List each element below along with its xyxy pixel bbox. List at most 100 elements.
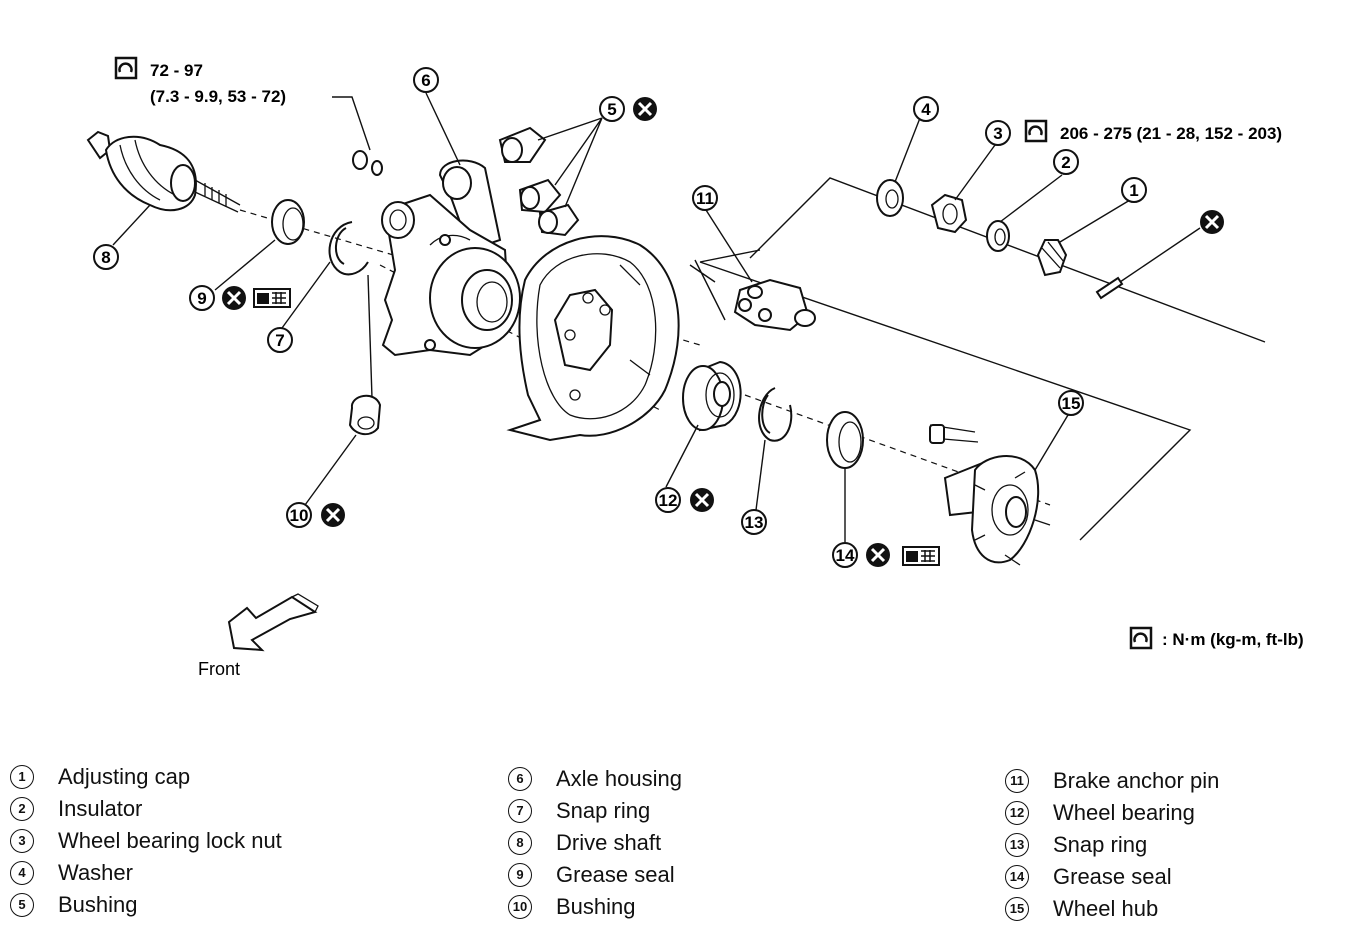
- cotter-pin: [1095, 276, 1124, 300]
- callout-6: 6: [413, 67, 439, 93]
- legend-item: 12 Wheel bearing: [1005, 800, 1195, 826]
- replace-part-icon: [864, 541, 892, 569]
- insulator: [986, 220, 1010, 252]
- wheel-bearing: [682, 360, 742, 432]
- svg-text:15: 15: [1062, 394, 1081, 413]
- svg-text:12: 12: [659, 491, 678, 510]
- replace-part-icon: [1198, 208, 1226, 236]
- legend-number: 8: [508, 831, 532, 855]
- grease-seal-outer: [826, 411, 864, 469]
- legend-item: 1 Adjusting cap: [10, 764, 190, 790]
- snap-ring: [328, 221, 369, 276]
- legend-item: 13 Snap ring: [1005, 832, 1147, 858]
- legend-label: Bushing: [556, 894, 636, 919]
- callout-5: 5: [599, 96, 625, 122]
- legend-number: 15: [1005, 897, 1029, 921]
- svg-text:11: 11: [696, 189, 714, 208]
- torque-wrench-icon: [1129, 626, 1153, 650]
- callout-7: 7: [267, 327, 293, 353]
- legend-number: 11: [1005, 769, 1029, 793]
- adjusting-cap: [1036, 239, 1068, 277]
- torque-spec-drive-shaft: 72 - 97 (7.3 - 9.9, 53 - 72): [114, 56, 371, 151]
- svg-text:9: 9: [197, 289, 206, 308]
- legend-item: 8 Drive shaft: [508, 830, 661, 856]
- torque-unit-text: : N·m (kg-m, ft-lb): [1162, 630, 1304, 649]
- svg-text:13: 13: [745, 513, 764, 532]
- legend-number: 14: [1005, 865, 1029, 889]
- front-label: Front: [198, 659, 240, 679]
- legend-item: 7 Snap ring: [508, 798, 650, 824]
- brake-anchor-pin: [733, 278, 816, 332]
- legend-label: Adjusting cap: [58, 764, 191, 789]
- torque-value: 72 - 97: [150, 61, 203, 80]
- legend-number: 4: [10, 861, 34, 885]
- legend-item: 6 Axle housing: [508, 766, 682, 792]
- callout-12: 12: [655, 487, 681, 513]
- legend-number: 1: [10, 765, 34, 789]
- legend-item: 11 Brake anchor pin: [1005, 768, 1219, 794]
- callouts: 1 2 3 4 5 6 7 8 9 10 11 12 13 14 15: [93, 67, 1147, 568]
- drive-shaft: [86, 130, 241, 213]
- callout-11: 11: [692, 185, 718, 211]
- legend-item: 2 Insulator: [10, 796, 142, 822]
- legend-item: 4 Washer: [10, 860, 133, 886]
- svg-text:1: 1: [1129, 181, 1138, 200]
- replace-part-icon: [220, 284, 248, 312]
- replace-part-icon: [631, 95, 659, 123]
- svg-text:8: 8: [101, 248, 110, 267]
- callout-10: 10: [286, 502, 312, 528]
- callout-13: 13: [741, 509, 767, 535]
- legend-label: Grease seal: [1053, 864, 1172, 889]
- legend-number: 13: [1005, 833, 1029, 857]
- torque-value-alt-units: (7.3 - 9.9, 53 - 72): [150, 87, 286, 106]
- snap-ring-outer: [758, 387, 793, 442]
- callout-9: 9: [189, 285, 215, 311]
- legend-label: Grease seal: [556, 862, 675, 887]
- legend-label: Washer: [58, 860, 133, 885]
- torque-spec-lock-nut: 206 - 275 (21 - 28, 152 - 203): [1024, 119, 1282, 143]
- legend-label: Wheel hub: [1053, 896, 1159, 921]
- callout-2: 2: [1053, 149, 1079, 175]
- svg-text:14: 14: [836, 546, 855, 565]
- small-bushings: [352, 150, 383, 176]
- legend-label: Bushing: [58, 892, 138, 917]
- legend-label: Drive shaft: [556, 830, 662, 855]
- lock-nut: [930, 193, 968, 234]
- callout-3: 3: [985, 120, 1011, 146]
- torque-wrench-icon: [1024, 119, 1048, 143]
- legend-label: Brake anchor pin: [1053, 768, 1220, 793]
- washer: [876, 179, 904, 217]
- bushings: [498, 126, 580, 237]
- legend-number: 6: [508, 767, 532, 791]
- callout-4: 4: [913, 96, 939, 122]
- wheel-hub: [929, 424, 1051, 566]
- svg-text:10: 10: [290, 506, 309, 525]
- svg-text:2: 2: [1061, 153, 1070, 172]
- torque-unit-legend: : N·m (kg-m, ft-lb): [1129, 626, 1304, 650]
- legend-item: 3 Wheel bearing lock nut: [10, 828, 282, 854]
- legend-number: 3: [10, 829, 34, 853]
- legend-item: 5 Bushing: [10, 892, 138, 918]
- callout-14: 14: [832, 542, 858, 568]
- callout-15: 15: [1058, 390, 1084, 416]
- grease-seal: [271, 199, 305, 245]
- svg-text:5: 5: [607, 100, 616, 119]
- replace-part-icon: [319, 501, 347, 529]
- legend-label: Wheel bearing lock nut: [58, 828, 282, 853]
- callout-leaders: [112, 92, 1201, 542]
- svg-text:4: 4: [921, 100, 931, 119]
- svg-text:7: 7: [275, 331, 284, 350]
- grease-icon: [253, 288, 291, 308]
- backing-plate: [506, 235, 680, 442]
- front-direction-arrow: Front: [198, 593, 319, 679]
- legend-label: Axle housing: [556, 766, 682, 791]
- legend-number: 12: [1005, 801, 1029, 825]
- grease-icon: [902, 546, 940, 566]
- legend-label: Snap ring: [1053, 832, 1148, 857]
- legend-item: 9 Grease seal: [508, 862, 675, 888]
- torque-value: 206 - 275 (21 - 28, 152 - 203): [1060, 124, 1282, 143]
- legend-label: Insulator: [58, 796, 143, 821]
- legend-item: 15 Wheel hub: [1005, 896, 1158, 922]
- legend-label: Snap ring: [556, 798, 651, 823]
